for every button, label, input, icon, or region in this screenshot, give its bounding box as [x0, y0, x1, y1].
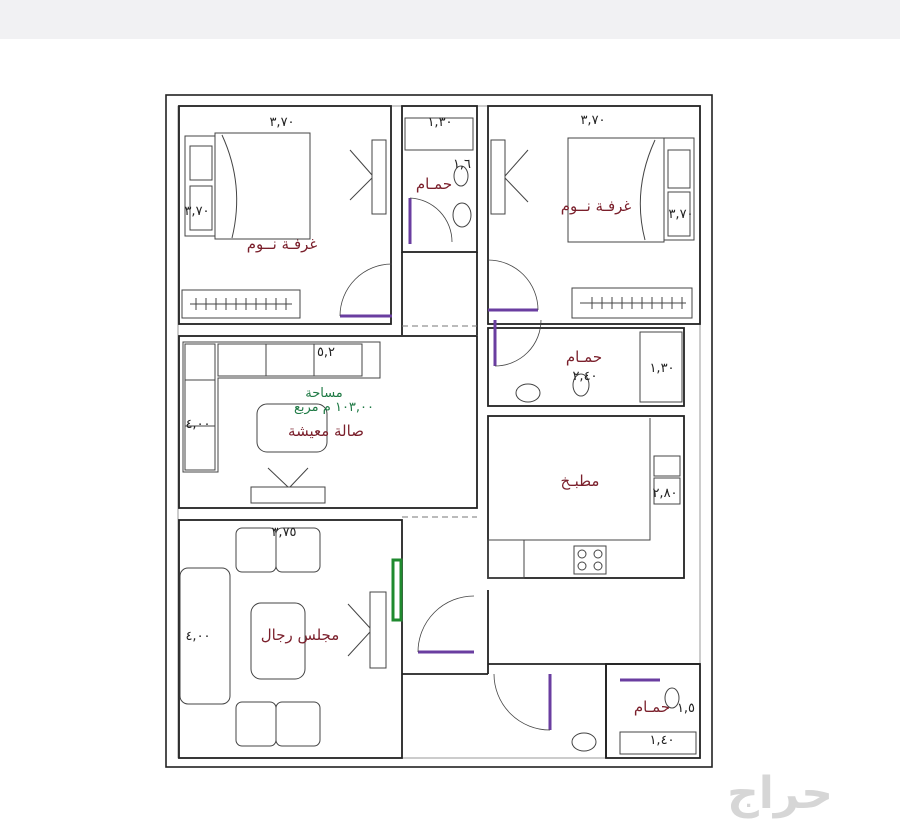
dim-bedroom-right-h: ٣,٧٠ [668, 207, 693, 222]
area-value: ١٠٣,٠٠ م مربع [294, 400, 374, 415]
dim-majlis-w: ٣,٧٥ [271, 525, 296, 540]
corridor-top [339, 252, 539, 335]
dim-bath-right-h: ١,٣٠ [649, 361, 674, 376]
bedroom-left [178, 105, 392, 325]
window-green [391, 558, 403, 622]
dim-bath-right-w: ٢,٤٠ [572, 369, 597, 384]
sofa-icon [179, 567, 231, 705]
dim-kitchen-h: ٢,٨٠ [652, 486, 677, 501]
label-bedroom-right: غرفـة نــوم [561, 197, 632, 215]
label-bath-top: حمـام [416, 175, 452, 193]
dim-bath-bottom-w: ١,٤٠ [649, 733, 674, 748]
sink-icon [452, 202, 472, 228]
stove-icon [573, 545, 607, 575]
outer-frame [165, 94, 713, 768]
living-room [178, 335, 478, 518]
label-living: صالة معيشة [288, 422, 364, 440]
majlis [178, 519, 475, 759]
tv-unit [371, 139, 387, 215]
dim-bath-top-h: ١,٦ [453, 157, 471, 172]
wardrobe [181, 289, 301, 319]
watermark-logo: حراج [727, 768, 833, 819]
bath-top [401, 105, 478, 253]
label-bath-right: حمـام [566, 348, 602, 366]
tv-unit [250, 486, 326, 504]
sink-icon [653, 455, 681, 477]
label-bedroom-left: غرفـة نــوم [247, 235, 318, 253]
label-bath-bottom: حمـام [634, 698, 670, 716]
label-kitchen: مطبـخ [561, 472, 600, 490]
dim-bedroom-right-w: ٣,٧٠ [580, 113, 605, 128]
dim-living-h: ٤,٠٠ [185, 417, 210, 432]
sofa-icon [182, 341, 381, 473]
top-bar [0, 0, 900, 39]
bath-bottom [571, 663, 701, 759]
bath-right [487, 319, 685, 407]
dim-bath-top-w: ١,٣٠ [427, 115, 452, 130]
dim-living-w: ٥,٢ [317, 345, 335, 360]
area-label: مساحة [305, 386, 343, 401]
bedroom-right [487, 105, 701, 325]
dim-bath-bottom-h: ١,٥ [677, 701, 695, 716]
dim-bedroom-left-w: ٣,٧٠ [269, 115, 294, 130]
coffee-table [250, 602, 306, 680]
dim-majlis-h: ٤,٠٠ [185, 629, 210, 644]
label-majlis: مجلس رجال [261, 626, 340, 644]
coffee-table [256, 403, 328, 453]
dim-bedroom-left-h: ٣,٧٠ [184, 204, 209, 219]
toilet-icon [453, 165, 469, 187]
kitchen [487, 415, 685, 579]
